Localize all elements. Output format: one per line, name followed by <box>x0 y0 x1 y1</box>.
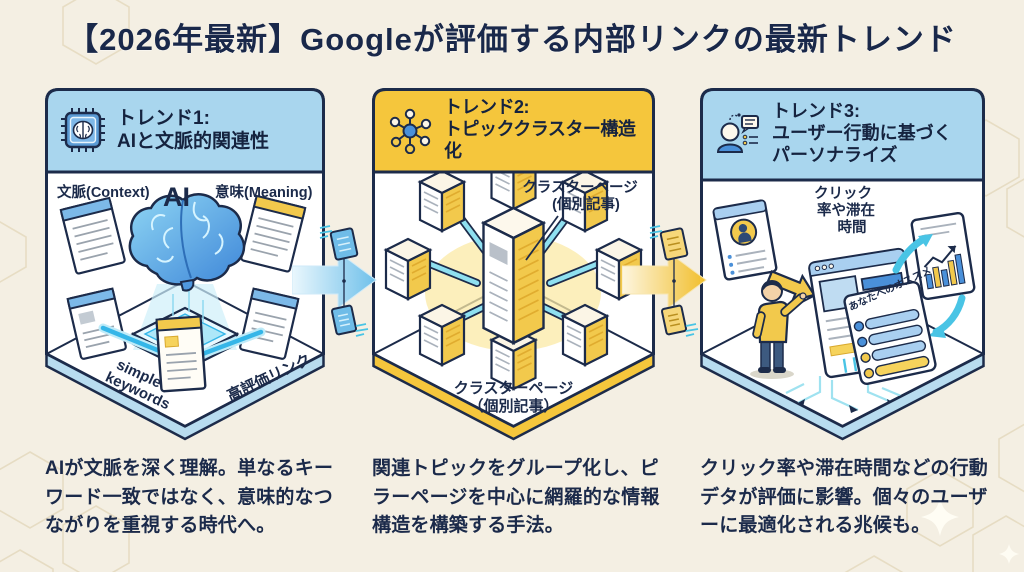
panel-trend2: クラスターページ (個別記事) クラスターページ （個別記事） <box>372 88 655 441</box>
panel3-title-line3: パーソナライズ <box>772 144 898 165</box>
user-profile-card <box>712 199 778 281</box>
chip-brain-icon <box>59 106 107 154</box>
cyan-tick-marks <box>319 225 369 337</box>
panel3-platform-rim <box>700 351 985 441</box>
panel3-title-line1: トレンド3: <box>772 101 861 122</box>
panel1-header-bg <box>45 88 325 174</box>
label-ai: AI <box>163 182 190 212</box>
panel-trend3: あなたへのオススメ <box>700 88 985 441</box>
label-cluster-top-2: (個別記事) <box>552 195 620 213</box>
panel2-title-line2: トピッククラスター構造化 <box>444 119 636 161</box>
floating-card-bottom <box>330 304 358 336</box>
floating-card-top <box>659 227 689 261</box>
analytics-card <box>910 211 976 301</box>
label-cluster-top-1: クラスターページ <box>522 179 638 196</box>
panel1-title-line1: トレンド1: <box>117 107 210 129</box>
panel2-title-line1: トレンド2: <box>444 97 530 118</box>
panel1-title-line2: AIと文脈的関連性 <box>117 131 270 152</box>
panel3-header-bg <box>700 88 985 182</box>
label-metric-2: 率や滞在 <box>817 201 875 219</box>
user-behavior-icon <box>714 110 762 158</box>
floating-card-top <box>329 227 359 261</box>
standing-person <box>750 280 807 379</box>
document-card-meaning <box>240 194 307 273</box>
label-cluster-bottom-1: クラスターページ <box>454 380 573 397</box>
recommendation-card: あなたへのオススメ <box>843 264 937 386</box>
flow-arrow-2to3 <box>622 225 707 337</box>
panel3-title-line2: ユーザー行動に基づく <box>772 123 952 144</box>
label-meaning: 意味(Meaning) <box>215 183 313 201</box>
recommendation-rows <box>853 308 930 379</box>
panel-trend1: 文脈(Context) AI 意味(Meaning) simple keywor… <box>45 88 325 441</box>
blue-arrow <box>292 251 377 309</box>
cluster-label-pointer <box>525 215 559 261</box>
ai-brain <box>128 193 246 292</box>
feedback-loop-arrows <box>892 234 966 338</box>
panel1-platform-rim <box>45 351 325 441</box>
floating-card-bottom <box>660 304 688 336</box>
panel2-platform-rim <box>372 351 655 441</box>
flow-arrow-1to2 <box>292 225 377 337</box>
panel1-header: トレンド1: AIと文脈的関連性 <box>45 88 325 172</box>
panel3-header: トレンド3: ユーザー行動に基づく パーソナライズ <box>700 88 985 180</box>
document-card-center <box>155 315 207 393</box>
page-title: 【2026年最新】Googleが評価する内部リンクの最新トレンド <box>67 22 957 57</box>
label-cluster-bottom-2: （個別記事） <box>468 397 558 415</box>
label-metric-1: クリック <box>814 185 872 202</box>
caption-trend1: AIが文脈を深く理解。単なるキーワード一致ではなく、意味的なつながりを重視する時… <box>45 458 334 536</box>
cyan-tick-marks <box>649 225 699 337</box>
pillar-page-block <box>480 206 547 345</box>
document-card-keywords <box>66 287 127 360</box>
panel2-header: トレンド2: トピッククラスター構造化 <box>372 88 655 172</box>
panel2-header-bg <box>372 88 655 174</box>
label-metric-3: 時間 <box>838 219 867 236</box>
topic-cluster-icon <box>386 106 434 154</box>
panel3-title: トレンド3: ユーザー行動に基づく パーソナライズ <box>772 101 952 167</box>
label-context: 文脈(Context) <box>57 183 150 201</box>
semantic-link-lines <box>98 323 266 361</box>
yellow-arrow <box>622 251 707 309</box>
document-card-context <box>59 196 126 275</box>
panel2-title: トレンド2: トピッククラスター構造化 <box>444 97 645 163</box>
sparkle-decoration <box>921 498 1019 564</box>
document-card-link <box>239 287 300 360</box>
caption-trend2: 関連トピックをグループ化し、ピラーページを中心に網羅的な情報構造を構築する手法。 <box>372 458 660 536</box>
caption-trend3: クリック率や滞在時間などの行動デタが評価に影響。個々のユーザーに最適化される兆候… <box>700 458 989 536</box>
panel1-title: トレンド1: AIと文脈的関連性 <box>117 107 269 153</box>
